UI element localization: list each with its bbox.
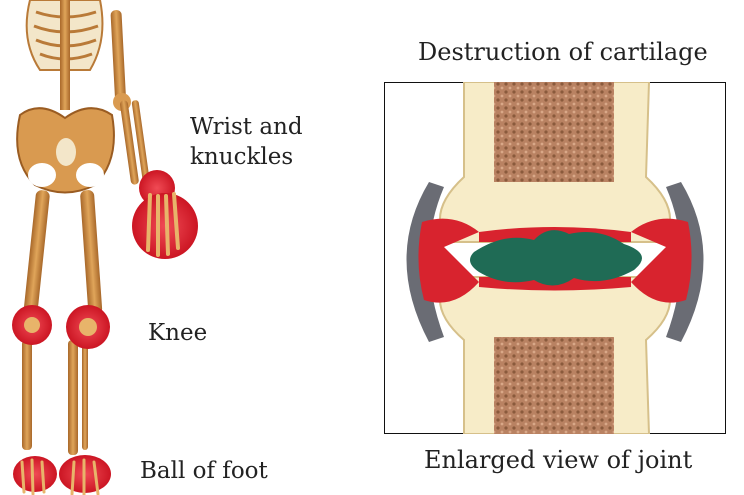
upper-trabecular [494, 82, 614, 182]
ball-of-foot-label: Ball of foot [140, 456, 268, 486]
wrist-label-line2: knuckles [190, 142, 303, 172]
joint-title: Destruction of cartilage [418, 38, 708, 66]
knee-label: Knee [148, 318, 207, 348]
lower-trabecular [494, 337, 614, 434]
ribcage [27, 0, 103, 110]
pelvis [17, 108, 114, 192]
wrist-label: Wrist and knuckles [190, 112, 303, 172]
joint-caption: Enlarged view of joint [424, 446, 692, 474]
arm-bones [110, 10, 150, 185]
knee-inflammation [12, 305, 110, 349]
joint-cross-section [384, 82, 726, 434]
skeleton-illustration [0, 0, 220, 495]
wrist-inflammation [132, 170, 198, 259]
foot-inflammation [13, 455, 111, 495]
wrist-label-line1: Wrist and [190, 112, 303, 142]
